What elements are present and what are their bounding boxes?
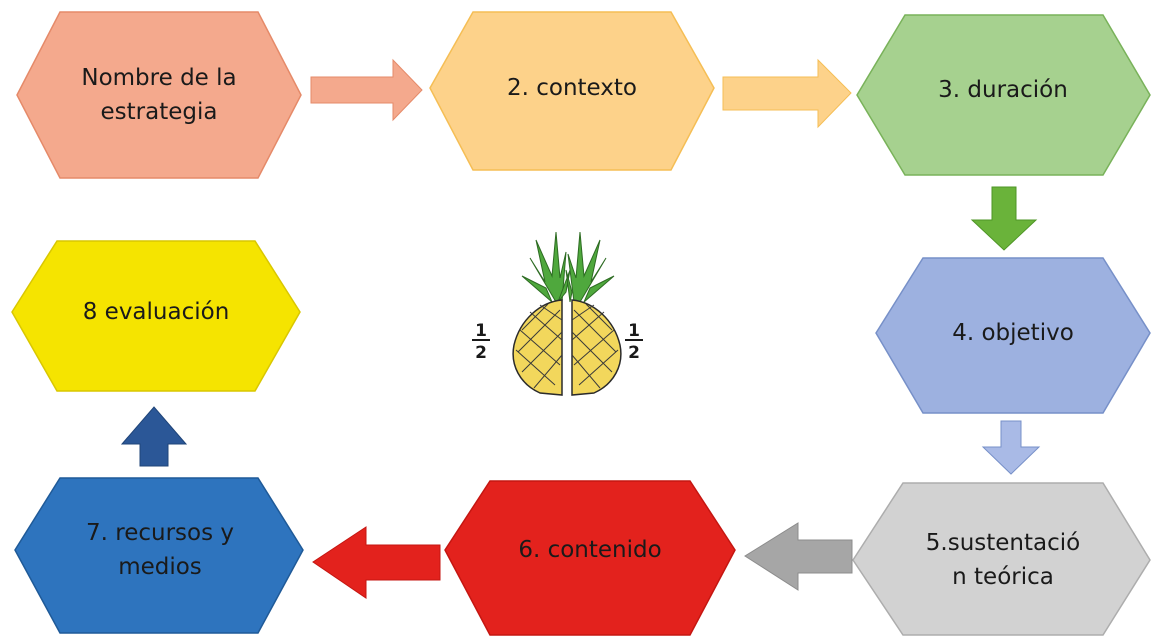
step6-label-line-1: 6. contenido bbox=[518, 537, 661, 563]
step-5-shape bbox=[852, 482, 1151, 636]
fraction-right: 1 2 bbox=[625, 321, 643, 363]
step-8-label: 8 evaluación bbox=[83, 299, 230, 325]
step-4-shape bbox=[875, 257, 1151, 414]
left-crown-icon bbox=[521, 231, 571, 303]
fraction-right-denominator: 2 bbox=[628, 343, 640, 363]
arrow-step7-to-step8 bbox=[120, 406, 188, 467]
arrow-step4-to-step5 bbox=[981, 420, 1041, 475]
step4-label-line-1: 4. objetivo bbox=[952, 320, 1074, 346]
step5-label-line-1: 5.sustentació bbox=[926, 530, 1080, 556]
arrow-step3-to-step4 bbox=[970, 186, 1038, 251]
fraction-right-numerator: 1 bbox=[628, 321, 640, 341]
step-6-label: 6. contenido bbox=[518, 537, 661, 563]
step-5-label: 5.sustentació n teórica bbox=[926, 530, 1080, 590]
pineapple-halves-illustration: 1 2 1 2 bbox=[472, 231, 643, 396]
step-7-shape bbox=[14, 477, 304, 634]
fraction-left: 1 2 bbox=[472, 321, 490, 363]
right-crown-icon bbox=[565, 231, 615, 303]
arrow-step5-to-step6 bbox=[744, 522, 853, 591]
step-1-shape bbox=[16, 11, 302, 179]
step1-label-line-1: Nombre de la bbox=[81, 65, 236, 91]
step-2-label: 2. contexto bbox=[507, 75, 637, 101]
step-7-label: 7. recursos y medios bbox=[86, 520, 234, 580]
fraction-left-numerator: 1 bbox=[475, 321, 487, 341]
step-3-shape bbox=[856, 14, 1151, 176]
step7-label-line-1: 7. recursos y bbox=[86, 520, 234, 546]
step-3-label: 3. duración bbox=[938, 77, 1068, 103]
step-2-shape bbox=[429, 11, 715, 171]
step5-label-line-2: n teórica bbox=[952, 564, 1054, 590]
step7-label-line-2: medios bbox=[118, 554, 202, 580]
step2-label-line-1: 2. contexto bbox=[507, 75, 637, 101]
fraction-left-denominator: 2 bbox=[475, 343, 487, 363]
step3-label-line-1: 3. duración bbox=[938, 77, 1068, 103]
arrow-step6-to-step7 bbox=[312, 526, 441, 599]
arrow-step2-to-step3 bbox=[722, 58, 852, 129]
fruit-texture bbox=[515, 303, 619, 389]
arrow-step1-to-step2 bbox=[310, 58, 423, 122]
step8-label-line-1: 8 evaluación bbox=[83, 299, 230, 325]
step1-label-line-2: estrategia bbox=[101, 99, 218, 125]
step-4-label: 4. objetivo bbox=[952, 320, 1074, 346]
step-6-shape bbox=[444, 480, 736, 636]
step-8-shape bbox=[11, 240, 301, 392]
step-1-label: Nombre de la estrategia bbox=[81, 65, 236, 125]
